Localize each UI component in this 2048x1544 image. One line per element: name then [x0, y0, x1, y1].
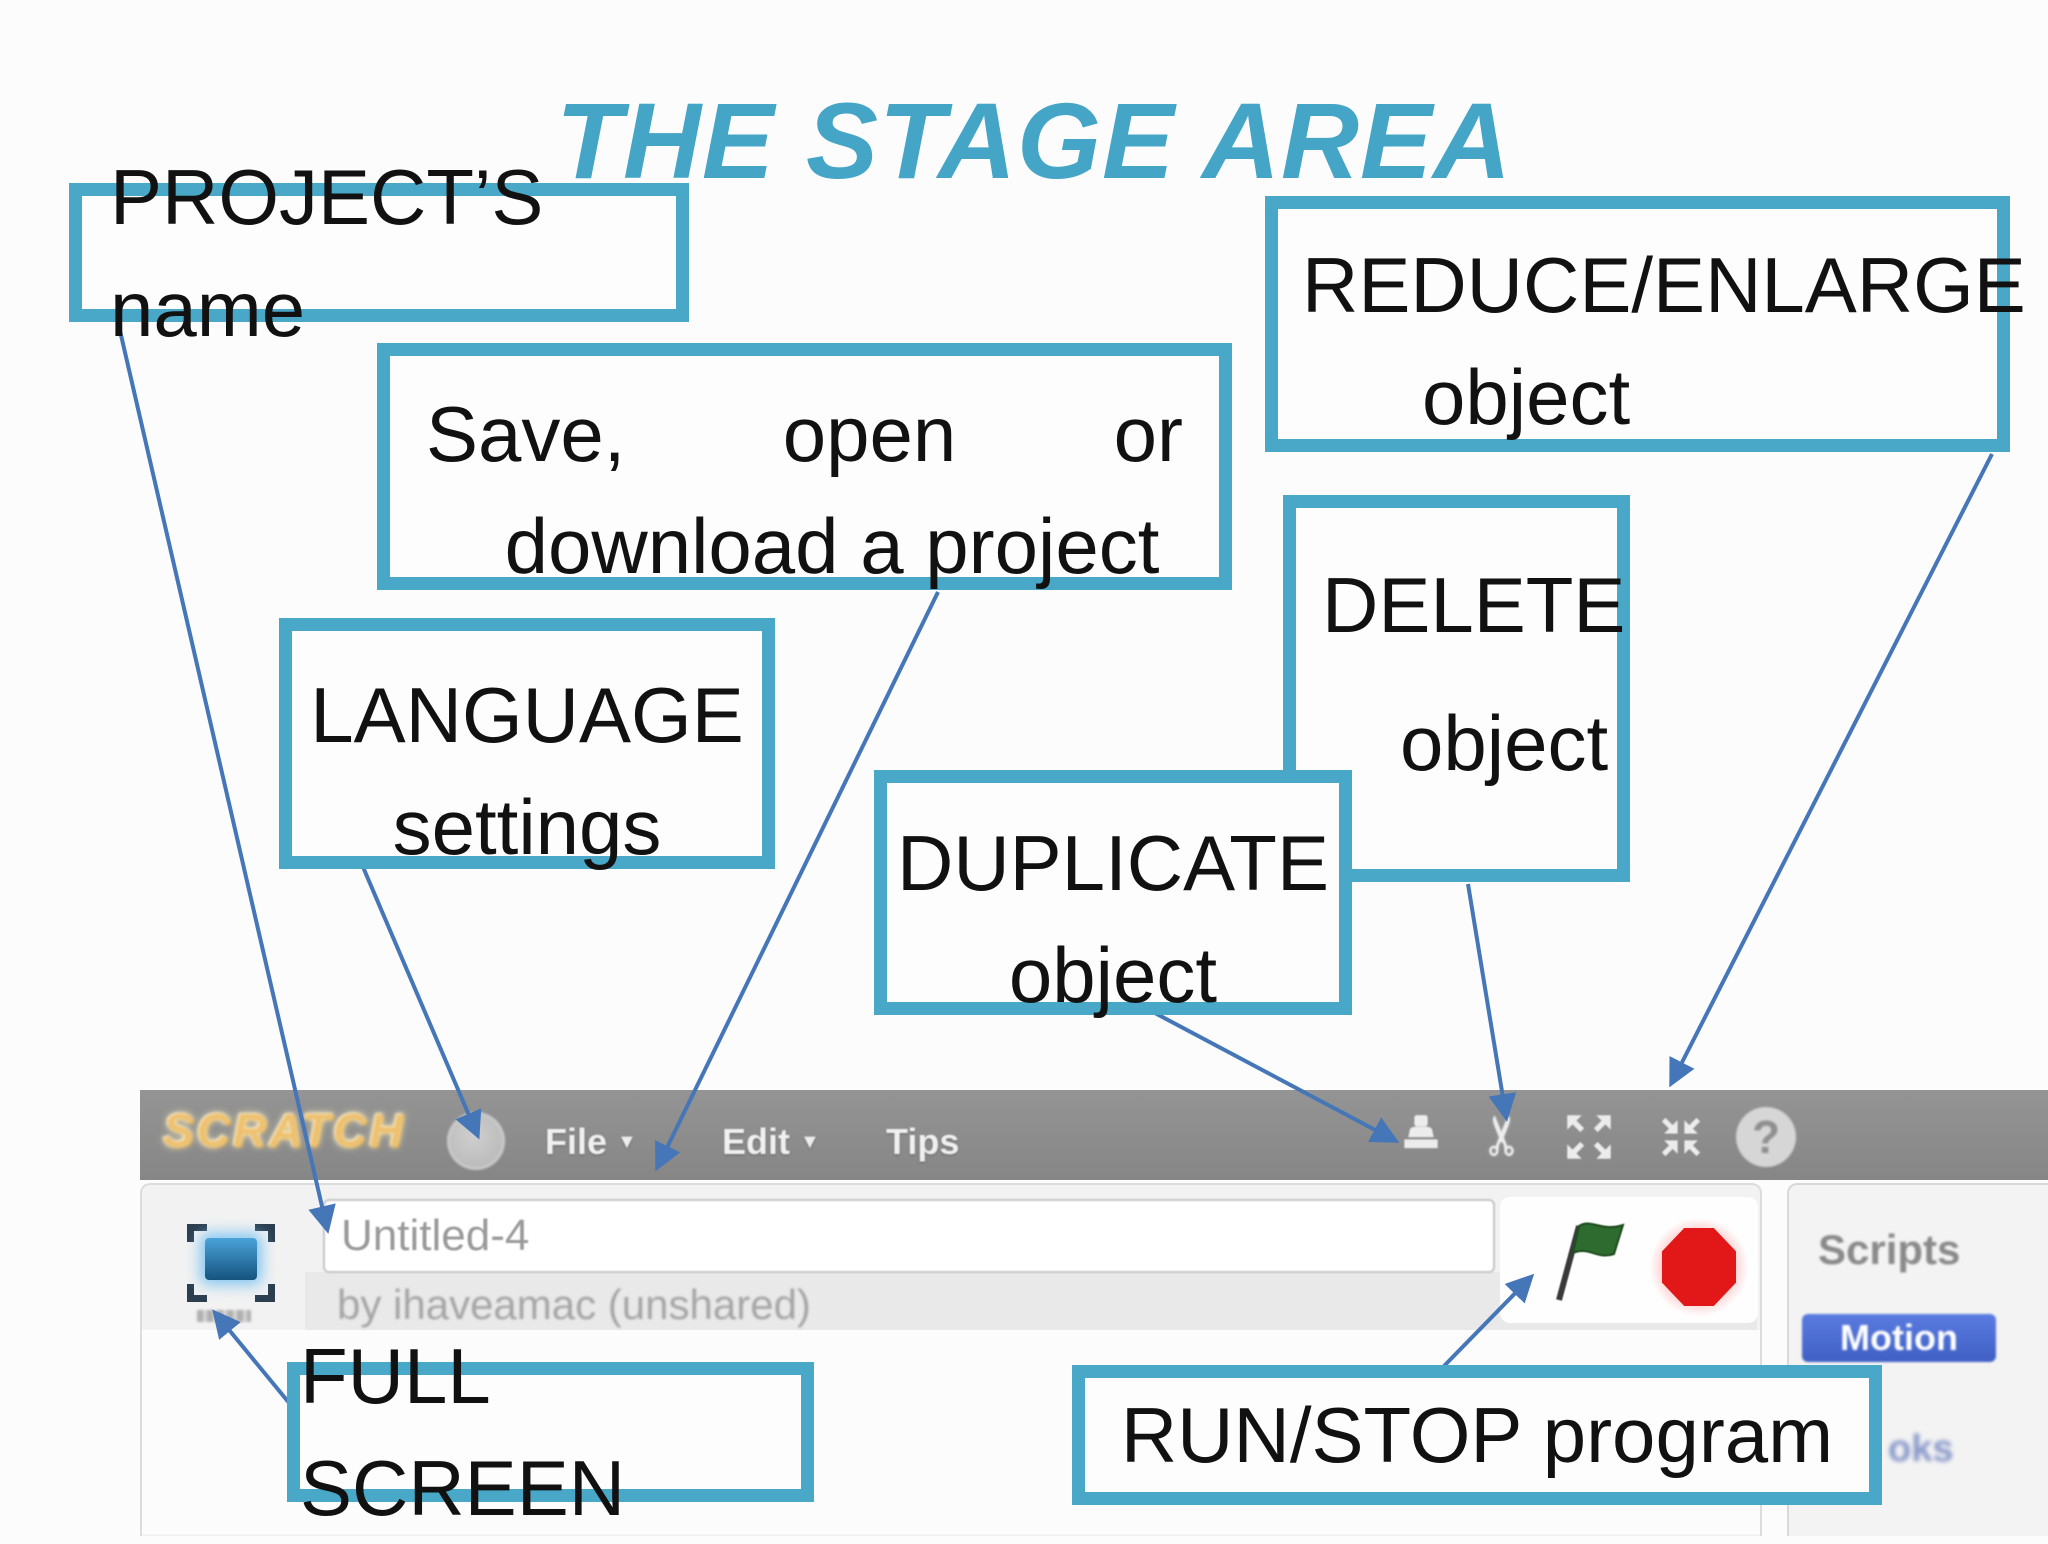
callout-full-screen: FULL SCREEN [287, 1332, 814, 1532]
callout-line: download a project [504, 502, 1160, 590]
arrow-reduce [1669, 453, 1994, 1088]
callout-word: or [1113, 390, 1183, 478]
menu-edit-label: Edit [722, 1121, 790, 1162]
arrow-delete [1466, 883, 1517, 1122]
help-icon[interactable]: ? [1736, 1107, 1796, 1167]
arrow-fullscreen [212, 1309, 292, 1406]
menu-tips-label: Tips [886, 1121, 960, 1162]
scratch-logo: SCRATCH [163, 1104, 406, 1156]
callout-line: object [1400, 699, 1609, 787]
arrow-language [361, 866, 482, 1140]
callout-line: LANGUAGE [310, 671, 744, 759]
callout-line: object [1008, 931, 1218, 1019]
arrow-project-name [116, 321, 336, 1234]
callout-line: DELETE [1322, 561, 1626, 649]
page-title: THE STAGE AREA [555, 80, 1513, 201]
callout-line: object [1422, 353, 1631, 441]
stop-sign-icon[interactable] [1662, 1228, 1736, 1306]
callout-label: PROJECT’S name [110, 152, 544, 353]
chevron-down-icon: ▼ [617, 1130, 637, 1153]
shrink-object-icon[interactable] [1654, 1110, 1708, 1164]
arrow-save-file [655, 591, 940, 1172]
callout-word: Save, [426, 390, 626, 478]
callout-reduce-enlarge: REDUCE/ENLARGE object [1265, 196, 2026, 452]
menu-tips[interactable]: Tips [886, 1121, 959, 1163]
project-byline: by ihaveamac (unshared) [337, 1281, 811, 1328]
callout-line: REDUCE/ENLARGE [1302, 241, 2026, 329]
callout-line: settings [392, 783, 662, 871]
callout-language-settings: LANGUAGE settings [279, 618, 775, 871]
scripts-tab-label: Scripts [1818, 1226, 1961, 1273]
callout-label: FULL SCREEN [300, 1332, 626, 1532]
fullscreen-icon [205, 1238, 257, 1280]
fullscreen-button[interactable] [187, 1224, 275, 1302]
arrow-duplicate [1152, 1010, 1400, 1143]
callout-run-stop: RUN/STOP program [1072, 1365, 1882, 1505]
callout-duplicate-object: DUPLICATE object [874, 770, 1352, 1019]
category-looks-partial: oks [1888, 1428, 1954, 1470]
menu-edit[interactable]: Edit ▼ [722, 1121, 820, 1163]
callout-line: DUPLICATE [897, 819, 1329, 907]
callout-projects-name: PROJECT’S name [69, 153, 689, 353]
project-name-input[interactable] [323, 1199, 1495, 1273]
fullscreen-corner [255, 1284, 275, 1302]
callout-word: open [782, 390, 957, 478]
green-flag-icon[interactable] [1545, 1216, 1645, 1312]
stamp-duplicate-icon[interactable] [1396, 1110, 1446, 1162]
fullscreen-corner [187, 1224, 207, 1242]
fullscreen-corner [255, 1224, 275, 1242]
chevron-down-icon: ▼ [800, 1130, 820, 1153]
menu-file-label: File [545, 1121, 608, 1162]
callout-save-open-download: Save, open or download a project [377, 343, 1232, 590]
callout-label: RUN/STOP program [1120, 1391, 1834, 1479]
menu-file[interactable]: File ▼ [545, 1121, 637, 1163]
arrow-runstop [1442, 1273, 1535, 1368]
fullscreen-corner [187, 1284, 207, 1302]
category-motion[interactable]: Motion [1802, 1314, 1996, 1362]
grow-object-icon[interactable] [1560, 1108, 1618, 1166]
